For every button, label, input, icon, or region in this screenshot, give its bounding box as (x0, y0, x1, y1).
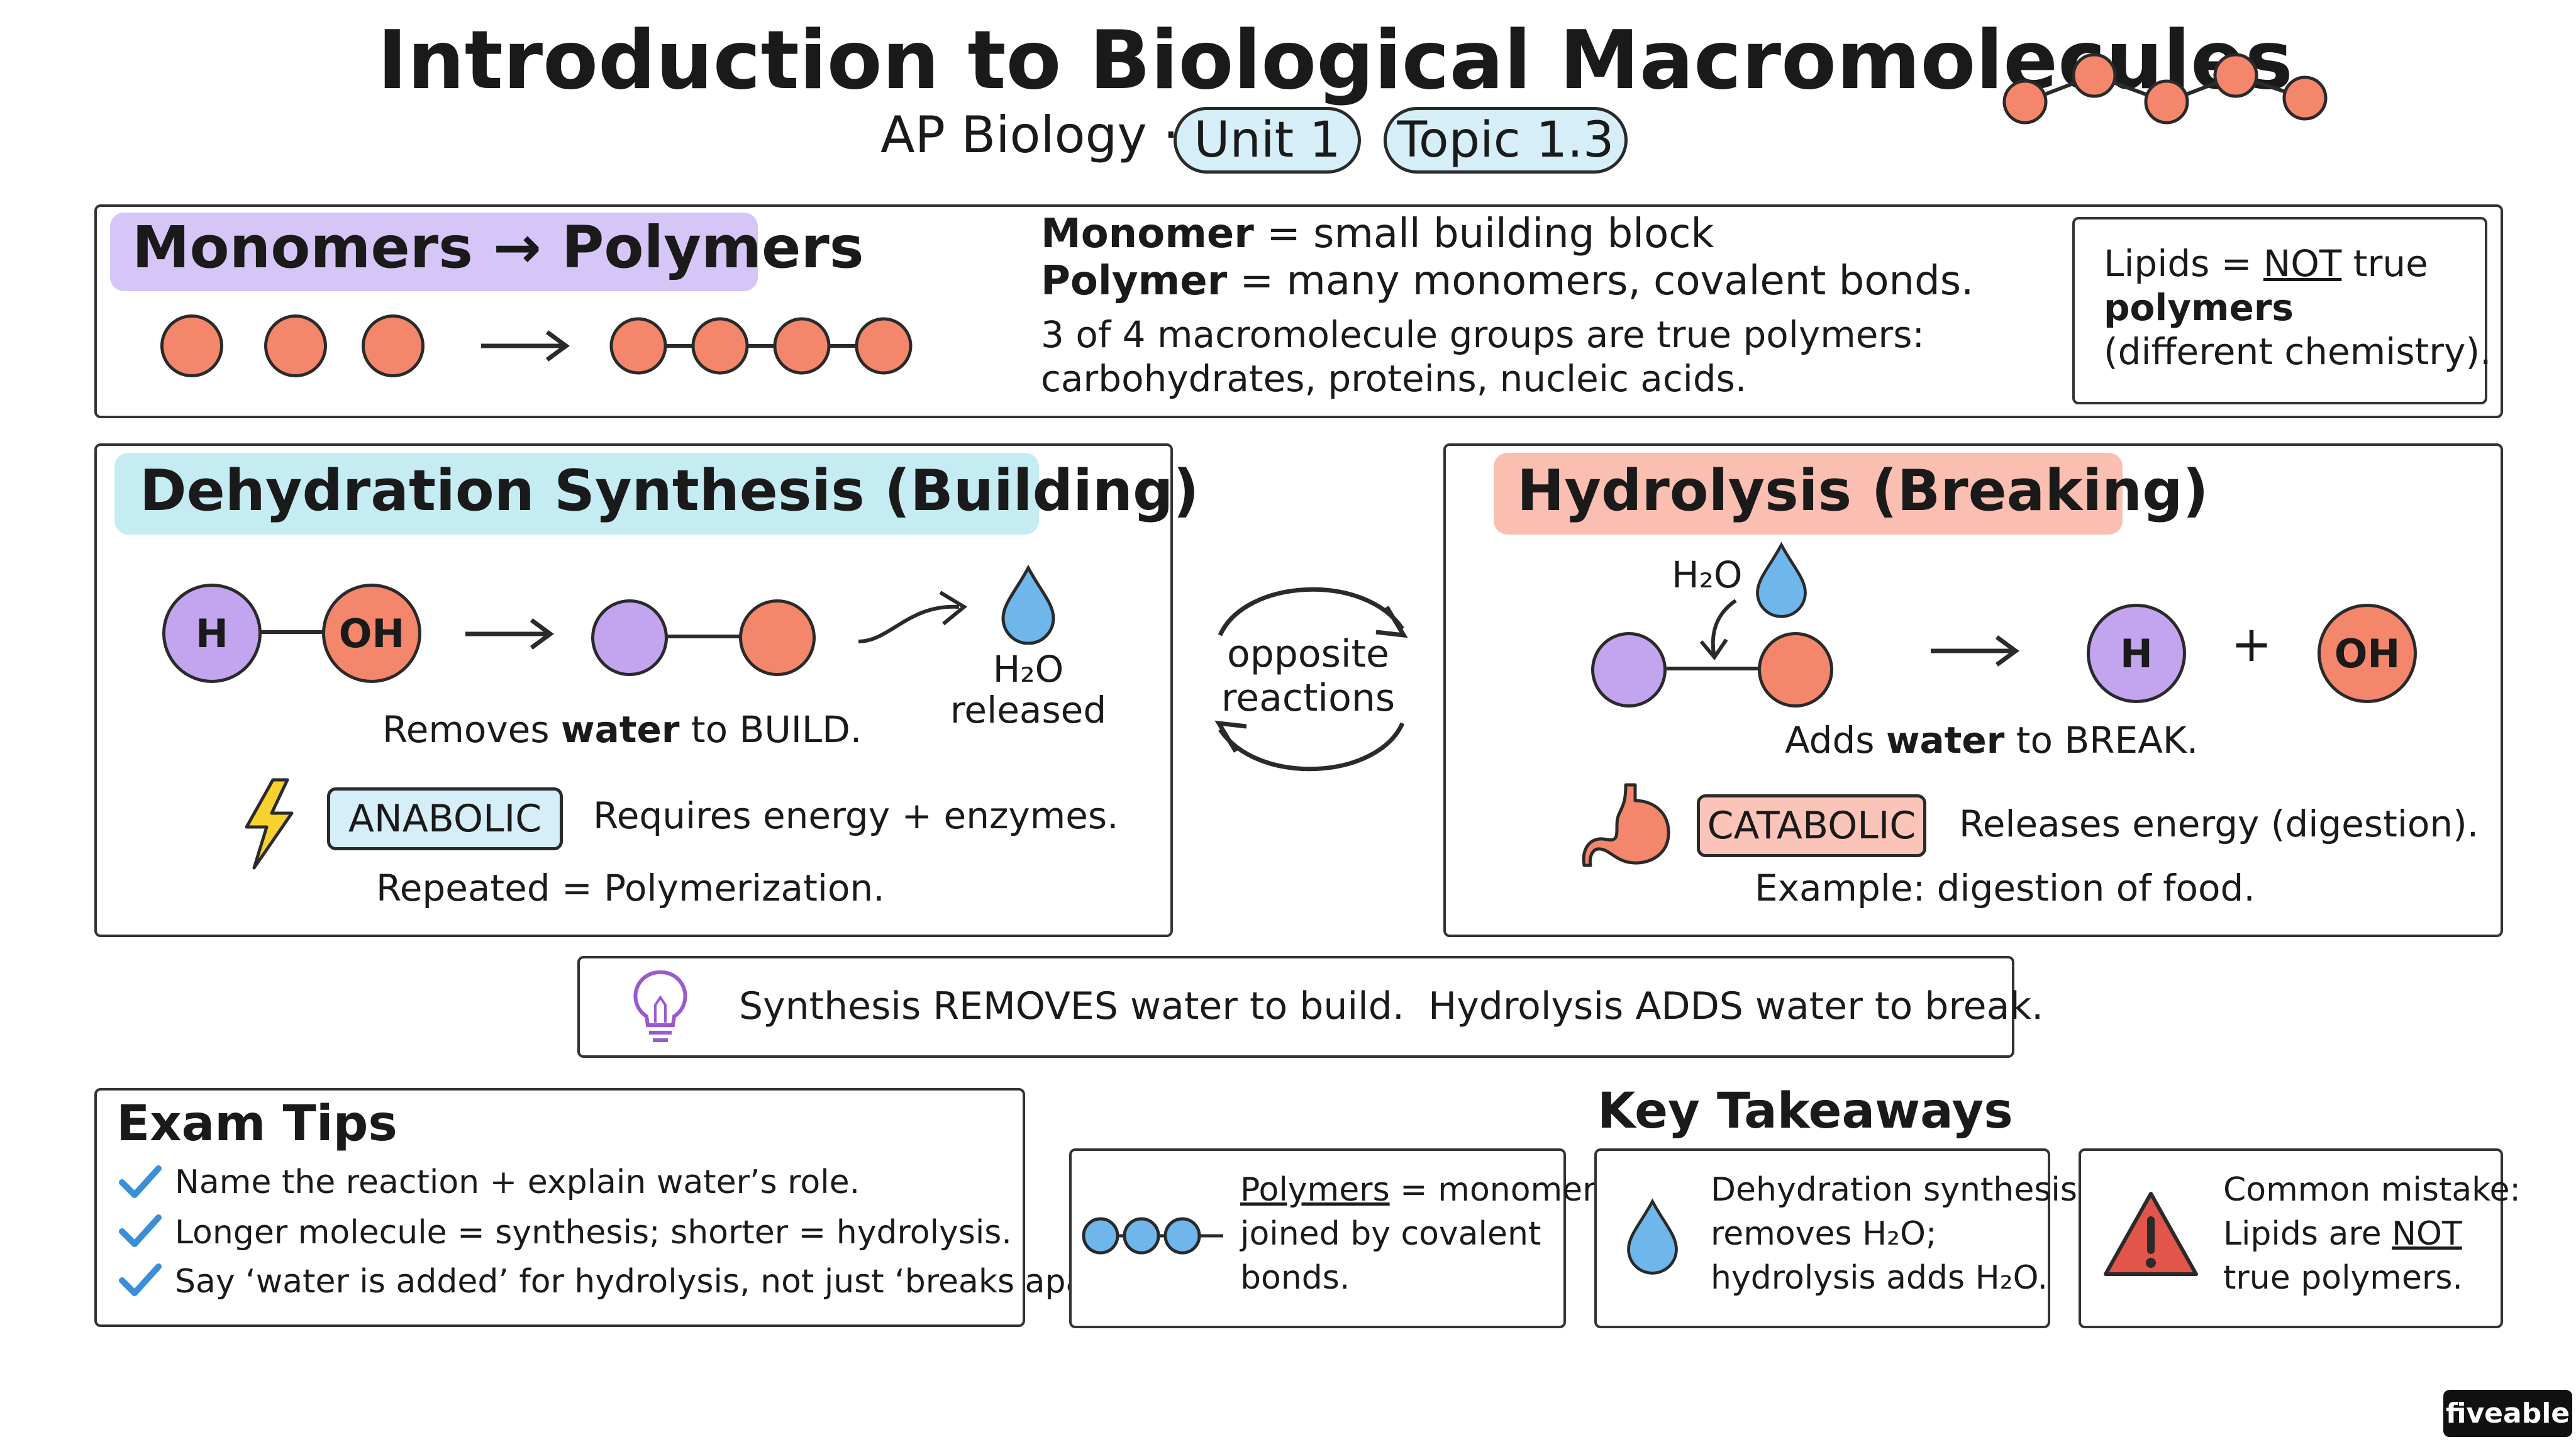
monomer-ball (1758, 632, 1833, 708)
h-atom: H (162, 584, 262, 683)
summary-bar (577, 956, 2014, 1058)
topic-badge: Topic 1.3 (1384, 107, 1628, 174)
polymer-chain-icon (609, 317, 913, 375)
removes-water-caption: Removes water to BUILD. (382, 708, 862, 751)
monomer-ball (362, 314, 425, 377)
reactions-label: reactions (1221, 676, 1396, 720)
takeaway-1-line2: joined by covalent (1240, 1215, 1541, 1253)
monomer-ball (1591, 632, 1667, 708)
monomer-ball (591, 599, 668, 676)
summary-text: Synthesis REMOVES water to build. Hydrol… (739, 984, 2044, 1028)
monomer-ball (160, 314, 223, 377)
adds-water-caption: Adds water to BREAK. (1785, 719, 2199, 762)
water-drop-icon (1756, 541, 1807, 618)
key-takeaways-heading: Key Takeaways (1597, 1083, 2013, 1140)
repeated-text: Repeated = Polymerization. (376, 867, 885, 909)
monomer-definition: Monomer = small building block (1041, 211, 1714, 257)
exam-tips-heading: Exam Tips (116, 1096, 397, 1152)
groups-line-1: 3 of 4 macromolecule groups are true pol… (1041, 313, 1924, 356)
requires-text: Requires energy + enzymes. (593, 794, 1119, 837)
curved-arrow-icon (858, 591, 968, 643)
unit-badge: Unit 1 (1174, 107, 1361, 174)
cycle-arrows-icon (1214, 587, 1408, 772)
oh-group: OH (322, 584, 421, 683)
oh-group: OH (2318, 604, 2417, 703)
catabolic-tag: CATABOLIC (1697, 794, 1926, 857)
lipids-note-line3: (different chemistry). (2104, 330, 2492, 373)
arrow-icon (1931, 635, 2019, 667)
monomer-ball (739, 599, 816, 676)
polymer-definition: Polymer = many monomers, covalent bonds. (1041, 258, 1974, 304)
example-text: Example: digestion of food. (1755, 867, 2255, 909)
subtitle: AP Biology · (880, 106, 1179, 164)
h-atom: H (2087, 604, 2186, 703)
arrow-icon (481, 330, 570, 362)
water-drop-icon (1627, 1198, 1678, 1275)
polymer-chain-icon (2002, 53, 2328, 125)
releases-text: Releases energy (digestion). (1959, 802, 2479, 845)
checkmark-icon (119, 1214, 162, 1247)
dehydration-heading: Dehydration Synthesis (Building) (140, 458, 1199, 524)
water-label: H₂O (992, 648, 1064, 691)
takeaway-2-line2: removes H₂O; (1711, 1215, 1937, 1253)
takeaway-1-line3: bonds. (1240, 1259, 1350, 1297)
lightbulb-icon (633, 970, 687, 1042)
monomers-heading: Monomers → Polymers (132, 214, 864, 281)
lightning-icon (245, 778, 294, 870)
takeaway-2-line1: Dehydration synthesis (1711, 1171, 2077, 1209)
stomach-icon (1582, 783, 1670, 867)
checkmark-icon (119, 1165, 162, 1198)
takeaway-3-line1: Common mistake: (2223, 1171, 2521, 1209)
brand-logo: fiveable (2443, 1390, 2572, 1437)
warning-icon (2104, 1192, 2198, 1276)
hydrolysis-water-label: H₂O (1672, 553, 1743, 596)
groups-line-2: carbohydrates, proteins, nucleic acids. (1041, 357, 1747, 400)
lipids-note-line2: polymers (2104, 286, 2294, 329)
arrow-icon (465, 618, 554, 650)
takeaway-2-line3: hydrolysis adds H₂O. (1711, 1259, 2048, 1297)
takeaway-3-line2: Lipids are NOT (2223, 1215, 2462, 1253)
anabolic-tag: ANABOLIC (327, 787, 563, 850)
exam-tips-panel (94, 1088, 1025, 1327)
insert-arrow-icon (1699, 599, 1737, 660)
exam-tip-3: Say ‘water is added’ for hydrolysis, not… (175, 1263, 1133, 1301)
hydrolysis-heading: Hydrolysis (Breaking) (1517, 458, 2209, 524)
monomer-ball (264, 314, 327, 377)
takeaway-1-line1: Polymers = monomers (1240, 1171, 1613, 1209)
opposite-label: opposite (1227, 632, 1389, 676)
exam-tip-2: Longer molecule = synthesis; shorter = h… (175, 1214, 1012, 1252)
exam-tip-1: Name the reaction + explain water’s role… (175, 1163, 860, 1201)
checkmark-icon (119, 1263, 162, 1296)
released-label: released (950, 689, 1107, 731)
plus-sign: + (2231, 616, 2272, 673)
lipids-note-box (2072, 217, 2487, 404)
water-drop-icon (1001, 564, 1055, 645)
polymer-chain-icon (1082, 1217, 1223, 1255)
takeaway-3-line3: true polymers. (2223, 1259, 2463, 1297)
lipids-note-line1: Lipids = NOT true (2104, 242, 2428, 285)
